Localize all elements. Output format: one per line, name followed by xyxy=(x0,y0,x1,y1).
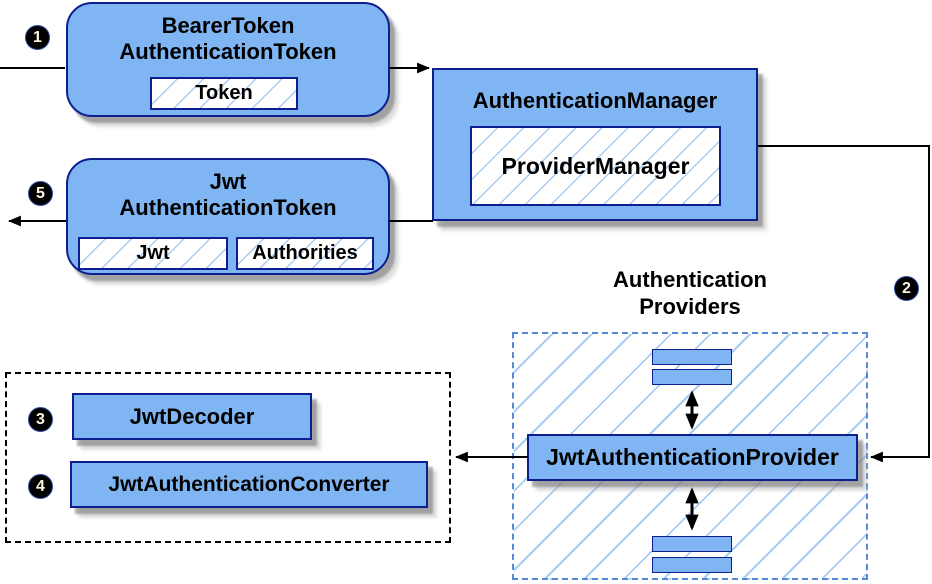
jwt-token-title: Jwt AuthenticationToken xyxy=(68,160,388,221)
provider-list-item xyxy=(652,369,732,385)
authentication-providers-label: Authentication Providers xyxy=(550,266,830,320)
provider-manager-node: ProviderManager xyxy=(470,126,721,206)
jwt-token-title-line2: AuthenticationToken xyxy=(119,195,337,220)
step-4-badge: 4 xyxy=(28,474,53,499)
authorities-field: Authorities xyxy=(236,237,374,270)
providers-label-line2: Providers xyxy=(639,294,741,319)
bearer-token-title-line2: AuthenticationToken xyxy=(119,39,337,64)
step-2-badge: 2 xyxy=(894,276,919,301)
step-5-badge: 5 xyxy=(28,181,53,206)
jwt-authentication-converter-node: JwtAuthenticationConverter xyxy=(70,461,428,508)
provider-list-item xyxy=(652,536,732,552)
step-3-badge: 3 xyxy=(28,407,53,432)
jwt-authentication-provider-node: JwtAuthenticationProvider xyxy=(527,434,858,481)
step-1-badge: 1 xyxy=(25,25,50,50)
jwt-token-title-line1: Jwt xyxy=(209,169,247,194)
jwt-field: Jwt xyxy=(78,237,228,270)
provider-list-item xyxy=(652,557,732,573)
bearer-token-title-line1: BearerToken xyxy=(161,13,295,38)
token-field: Token xyxy=(150,77,298,110)
jwt-helpers-region xyxy=(5,372,451,543)
provider-list-item xyxy=(652,349,732,365)
jwt-decoder-node: JwtDecoder xyxy=(72,393,312,440)
providers-label-line1: Authentication xyxy=(613,267,767,292)
bearer-token-title: BearerToken AuthenticationToken xyxy=(68,4,388,65)
authentication-manager-title: AuthenticationManager xyxy=(472,88,718,113)
